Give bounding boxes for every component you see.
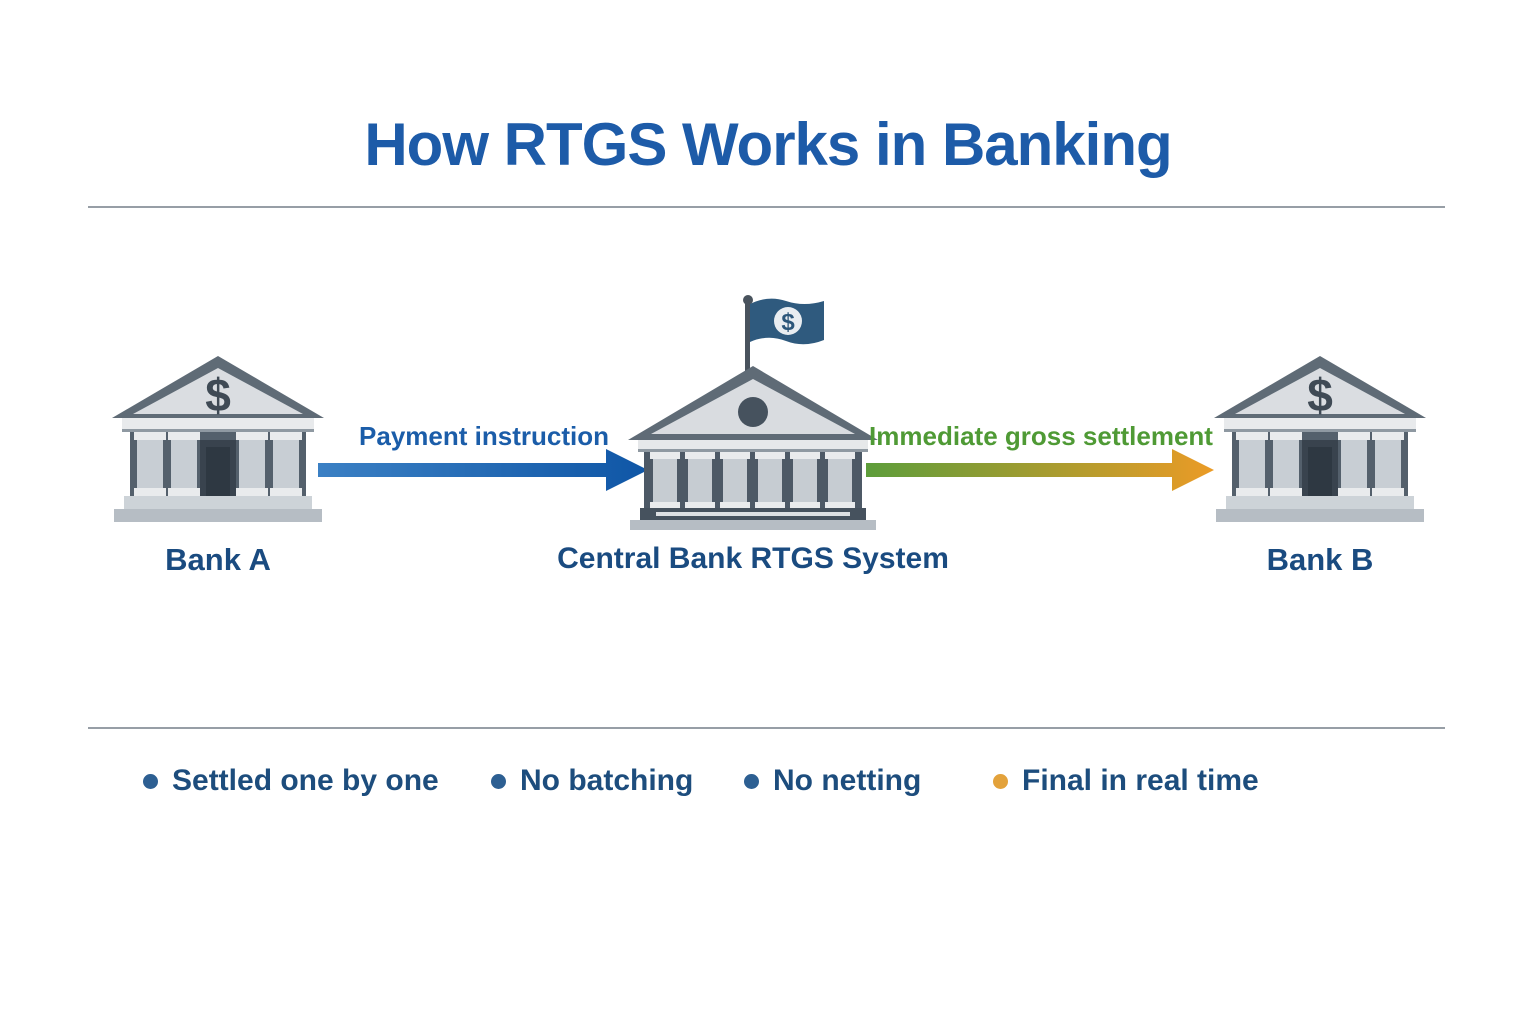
bank-columns [134,432,302,496]
bullet-icon [491,773,506,789]
dollar-sign-icon: $ [1307,369,1333,421]
bank-a-label: Bank A [165,542,271,577]
dollar-sign-icon: $ [781,309,795,336]
central-bank-label: Central Bank RTGS System [557,542,949,575]
feature-settled-one-by-one: Settled one by one [143,764,439,798]
payment-instruction-arrow: Payment instruction [318,421,650,495]
right-arrow-icon [318,449,648,491]
page-title: How RTGS Works in Banking [364,111,1172,178]
feature-no-batching: No batching [491,764,693,798]
flag-icon: $ [743,295,824,374]
bank-building-icon: $ [112,356,324,522]
bank-b-label: Bank B [1266,542,1374,577]
settlement-arrow: Immediate gross settlement [866,421,1216,495]
feature-label: Settled one by one [172,764,439,797]
feature-label: No batching [520,764,694,797]
feature-no-netting: No netting [744,764,921,798]
dollar-sign-icon: $ [205,369,231,421]
central-bank-figure: $ Central Bank RTGS System [557,290,949,590]
feature-label: No netting [773,764,922,797]
bank-building-icon: $ [1214,356,1426,522]
feature-final-in-real-time: Final in real time [993,764,1259,798]
right-arrow-icon [866,449,1214,491]
divider-top [88,206,1445,208]
central-bank-building-icon: $ [628,295,878,530]
divider-bottom [88,727,1445,729]
bullet-icon [143,773,158,789]
settlement-arrow-label: Immediate gross settlement [869,421,1213,451]
bank-b-figure: $ Bank B [1212,354,1428,584]
bullet-icon [744,773,759,789]
payment-arrow-label: Payment instruction [359,421,609,451]
bank-a-figure: $ Bank A [110,354,326,584]
bank-columns [650,452,855,508]
bullet-icon [993,773,1008,789]
feature-label: Final in real time [1022,764,1259,797]
bank-columns [1236,432,1404,496]
